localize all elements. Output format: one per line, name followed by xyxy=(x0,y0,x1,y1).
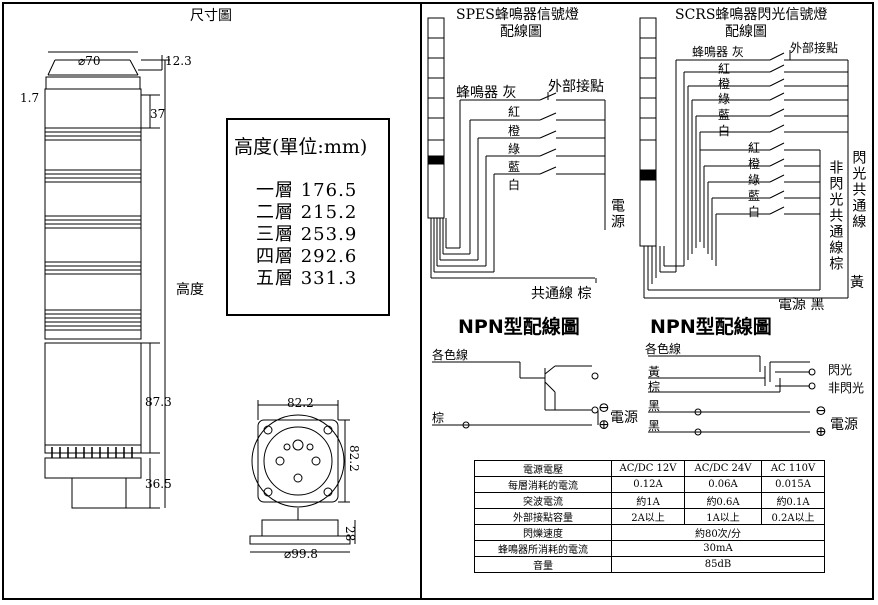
npn-right-flash: 閃光 xyxy=(828,363,853,377)
scrs-flash-green: 綠 xyxy=(718,92,731,106)
top-view-height: 82.2 xyxy=(347,445,361,472)
bottom-height-label: 36.5 xyxy=(145,477,172,491)
scrs-wiring xyxy=(639,17,849,299)
top-view-width: 82.2 xyxy=(287,396,314,410)
spes-color-orange: 橙 xyxy=(508,124,521,138)
spes-wiring xyxy=(427,17,606,283)
scrs-steady-green: 綠 xyxy=(748,173,761,187)
spes-common-label: 共通線 棕 xyxy=(531,286,592,302)
spes-subtitle: 配線圖 xyxy=(500,24,542,40)
npn-right-brown: 棕 xyxy=(648,380,661,394)
base-height-label: 87.3 xyxy=(145,395,172,409)
spes-buzzer-label: 蜂鳴器 灰 xyxy=(456,85,517,101)
scrs-title: SCRS蜂鳴器閃光信號燈 xyxy=(675,7,828,23)
npn-left-circuit xyxy=(432,361,599,429)
height-row: 一層 176.5 xyxy=(256,180,358,201)
spec-row: 閃爍速度約80次/分 xyxy=(474,524,825,541)
height-row: 五層 331.3 xyxy=(256,268,358,289)
scrs-subtitle: 配線圖 xyxy=(725,24,767,40)
top-offset-label: 12.3 xyxy=(165,54,192,68)
tower-side-view xyxy=(44,51,170,509)
tier-height-label: 37 xyxy=(150,107,166,121)
scrs-external-label: 外部接點 xyxy=(790,41,839,55)
spes-title: SPES蜂鳴器信號燈 xyxy=(456,7,579,23)
spec-header-row: 電源電壓 AC/DC 12V AC/DC 24V AC 110V xyxy=(474,460,825,477)
spes-power-label: 電源 xyxy=(609,198,625,230)
base-diameter-label: ⌀99.8 xyxy=(284,547,318,561)
spes-color-blue: 藍 xyxy=(508,160,521,174)
spes-color-red: 紅 xyxy=(508,105,521,119)
scrs-steady-blue: 藍 xyxy=(748,189,761,203)
npn-right-black-1: 黑 xyxy=(648,399,661,413)
npn-right-black-2: 黑 xyxy=(648,419,661,433)
base-thickness-label: 28 xyxy=(343,526,357,542)
npn-left-brown: 棕 xyxy=(432,411,445,425)
overall-height-label: 高度 xyxy=(176,282,204,298)
height-row: 三層 253.9 xyxy=(256,224,358,245)
scrs-flash-orange: 橙 xyxy=(718,77,731,91)
height-row: 二層 215.2 xyxy=(256,202,358,223)
diameter-label: ⌀70 xyxy=(78,54,101,68)
npn-left-color-wires: 各色線 xyxy=(432,348,469,362)
npn-left-plus: ⊕ xyxy=(598,417,610,433)
spes-color-white: 白 xyxy=(508,178,521,192)
dimension-title: 尺寸圖 xyxy=(190,8,232,24)
npn-right-title: NPN型配線圖 xyxy=(650,316,772,338)
npn-right-minus: ⊖ xyxy=(815,403,827,419)
tower-top-view xyxy=(249,400,356,553)
spec-table: 電源電壓 AC/DC 12V AC/DC 24V AC 110V 每層消耗的電流… xyxy=(474,460,825,573)
npn-left-minus: ⊖ xyxy=(598,400,610,416)
npn-right-plus: ⊕ xyxy=(815,424,827,440)
height-row: 四層 292.6 xyxy=(256,246,358,267)
scrs-yellow-label: 黃 xyxy=(850,275,864,291)
scrs-power-label: 電源 黑 xyxy=(778,297,825,313)
spes-external-label: 外部接點 xyxy=(548,79,604,95)
height-table: 高度(單位:mm) 一層 176.5 二層 215.2 三層 253.9 四層 … xyxy=(226,118,390,316)
scrs-steady-red: 紅 xyxy=(748,141,761,155)
scrs-buzzer-label: 蜂鳴器 灰 xyxy=(692,45,744,59)
npn-right-circuit xyxy=(648,355,816,436)
npn-left-power: 電源 xyxy=(610,410,638,426)
npn-left-title: NPN型配線圖 xyxy=(458,316,580,338)
scrs-steady-orange: 橙 xyxy=(748,157,761,171)
height-table-title: 高度(單位:mm) xyxy=(234,136,368,158)
scrs-flash-common: 閃光共通線 xyxy=(850,150,867,230)
npn-right-color-wires: 各色線 xyxy=(645,342,682,356)
scrs-steady-white: 白 xyxy=(748,205,761,219)
left-offset-label: 1.7 xyxy=(20,91,40,105)
scrs-flash-red: 紅 xyxy=(718,62,731,76)
npn-right-power: 電源 xyxy=(830,417,858,433)
scrs-non-flash-common: 非閃光共通線棕 xyxy=(827,160,844,272)
npn-right-non-flash: 非閃光 xyxy=(828,381,865,395)
npn-right-yellow: 黃 xyxy=(648,365,661,379)
scrs-flash-blue: 藍 xyxy=(718,108,731,122)
spes-color-green: 綠 xyxy=(508,142,521,156)
scrs-flash-white: 白 xyxy=(718,124,731,138)
